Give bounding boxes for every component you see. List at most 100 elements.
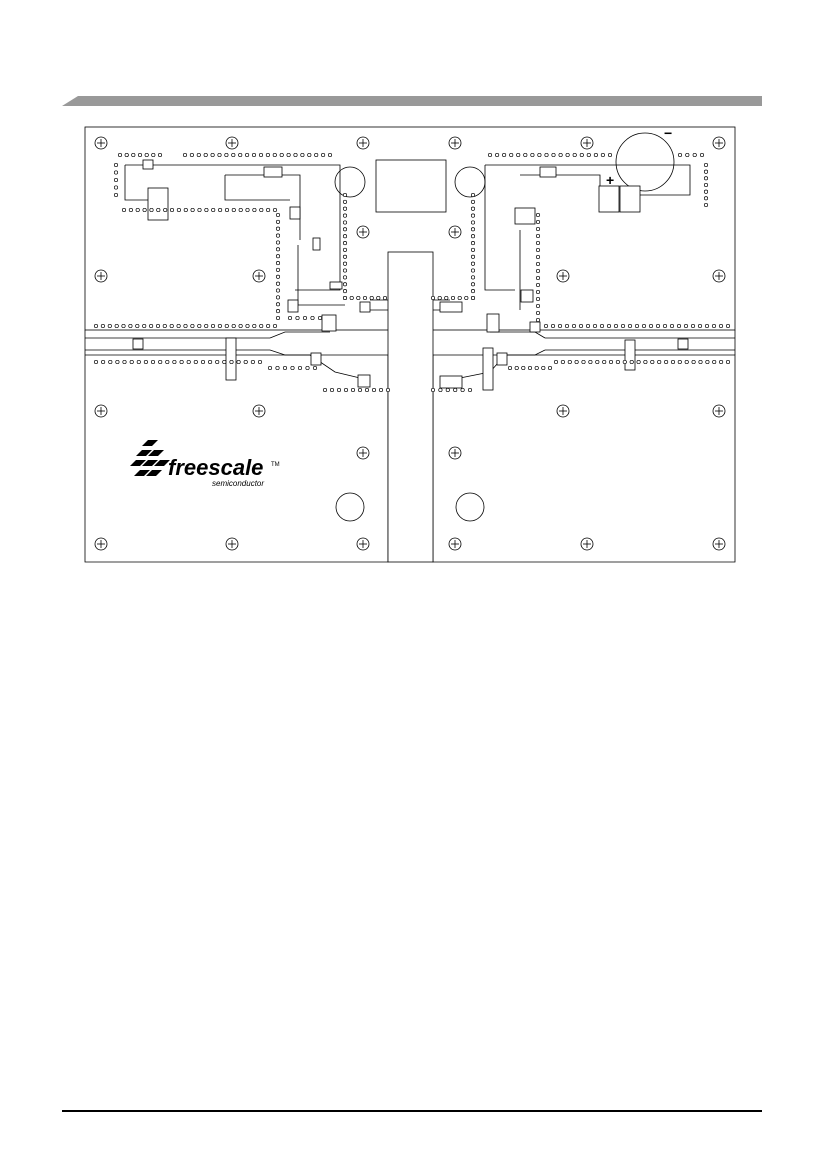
electrolytic-capacitor	[615, 132, 675, 192]
plus-circle-icon	[356, 537, 370, 551]
plus-circle-icon	[94, 537, 108, 551]
via	[669, 323, 675, 329]
via	[703, 202, 709, 208]
via	[275, 233, 281, 238]
via	[317, 315, 323, 321]
via	[137, 152, 143, 158]
mounting-bosses	[334, 166, 486, 522]
via	[290, 365, 295, 371]
plus-circle-icon	[556, 404, 570, 418]
via	[122, 359, 127, 365]
via	[251, 152, 257, 158]
via	[535, 282, 541, 288]
via	[204, 207, 209, 213]
via	[698, 359, 703, 365]
via	[369, 295, 374, 301]
via	[128, 323, 133, 329]
via	[157, 152, 163, 158]
via	[692, 152, 697, 158]
via	[703, 162, 709, 168]
via	[113, 192, 119, 198]
via	[535, 247, 541, 253]
via	[683, 323, 689, 329]
via	[567, 359, 572, 365]
via	[535, 212, 541, 218]
plus-circle-icon	[356, 136, 370, 150]
via	[135, 207, 140, 213]
via	[224, 323, 229, 329]
via	[245, 152, 250, 158]
via	[371, 387, 377, 393]
via	[650, 359, 655, 365]
via	[535, 296, 541, 302]
via	[385, 387, 391, 393]
via	[376, 295, 381, 301]
via	[565, 152, 570, 158]
via	[272, 152, 277, 158]
via	[655, 323, 661, 329]
via	[158, 359, 163, 365]
via	[342, 234, 348, 239]
capacitor-minus-mark: −	[664, 125, 672, 141]
via	[560, 359, 565, 365]
via	[572, 152, 577, 158]
via	[643, 359, 648, 365]
via	[252, 323, 257, 329]
via	[553, 359, 559, 365]
via	[307, 152, 312, 158]
via	[602, 359, 607, 365]
via	[204, 323, 209, 329]
via	[210, 323, 216, 329]
via	[275, 247, 281, 252]
via	[129, 359, 134, 365]
via	[690, 323, 696, 329]
via	[535, 219, 541, 225]
pcb-layout-diagram: + − freescale TM semiconductor	[84, 125, 736, 563]
via	[286, 152, 291, 158]
via	[275, 212, 281, 218]
via	[275, 315, 281, 321]
via	[676, 323, 682, 329]
via	[222, 359, 227, 365]
via	[378, 387, 384, 393]
via	[470, 282, 476, 287]
via	[697, 323, 703, 329]
via	[149, 207, 154, 213]
via	[470, 220, 476, 225]
via	[275, 309, 281, 314]
via	[169, 323, 174, 329]
via	[342, 206, 348, 211]
via	[272, 323, 278, 329]
via	[523, 152, 528, 158]
via	[327, 152, 333, 158]
plus-circle-icon	[712, 537, 726, 551]
via	[142, 207, 147, 213]
via	[189, 152, 194, 158]
via	[250, 359, 255, 365]
via	[541, 365, 546, 371]
via	[535, 226, 541, 232]
via	[705, 359, 710, 365]
via	[215, 359, 220, 365]
via	[558, 152, 563, 158]
via	[151, 152, 156, 158]
plus-circle-icon	[94, 269, 108, 283]
via	[266, 207, 271, 213]
via	[641, 323, 647, 329]
plus-circle-icon	[556, 269, 570, 283]
via	[302, 315, 308, 321]
via	[470, 227, 476, 232]
via	[535, 254, 541, 260]
via	[657, 359, 662, 365]
via	[636, 359, 641, 365]
via	[362, 295, 368, 301]
via	[507, 365, 513, 371]
via	[342, 227, 348, 232]
via	[453, 387, 458, 393]
via	[336, 387, 342, 393]
via	[113, 170, 119, 175]
via	[620, 323, 626, 329]
via	[259, 207, 264, 213]
via	[245, 323, 250, 329]
via	[615, 359, 620, 365]
